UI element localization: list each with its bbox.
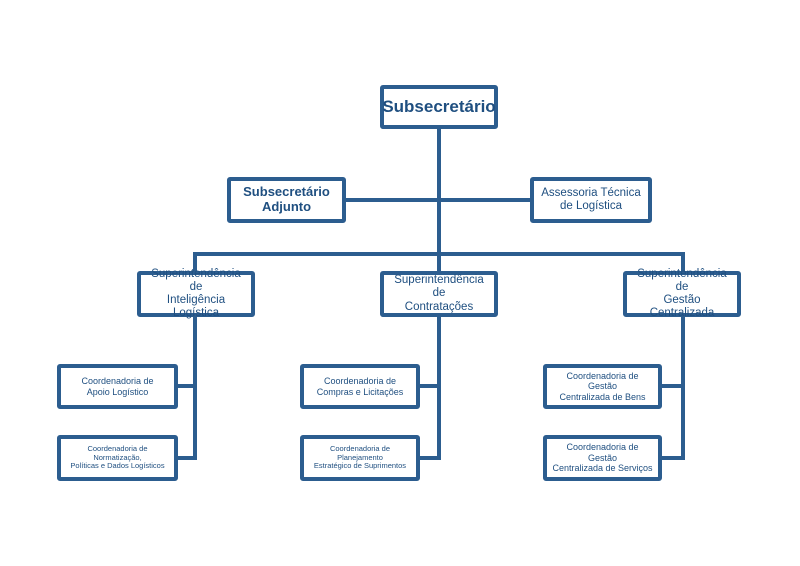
box-assessoria-tecnica: Assessoria Técnica de Logística xyxy=(530,177,652,223)
box-subsecretario: Subsecretário xyxy=(380,85,498,129)
box-coord-gestao-servicos: Coordenadoria de Gestão Centralizada de … xyxy=(543,435,662,481)
box-subsecretario-adjunto: Subsecretário Adjunto xyxy=(227,177,346,223)
label-coord-gestao-bens: Coordenadoria de Gestão Centralizada de … xyxy=(559,370,646,402)
label-subsecretario: Subsecretário xyxy=(382,97,496,117)
box-coord-apoio-logistico: Coordenadoria de Apoio Logístico xyxy=(57,364,178,409)
label-coord-compras-licitacoes: Coordenadoria de Compras e Licitações xyxy=(316,376,404,397)
box-coord-normatizacao: Coordenadoria de Normatização, Políticas… xyxy=(57,435,178,481)
label-coord-apoio-logistico: Coordenadoria de Apoio Logístico xyxy=(81,376,154,397)
box-coord-planejamento-estrategico: Coordenadoria de Planejamento Estratégic… xyxy=(300,435,420,481)
label-superintendencia-inteligencia: Superintendência de Inteligência Logísti… xyxy=(151,267,241,320)
label-subsecretario-adjunto: Subsecretário Adjunto xyxy=(243,184,330,214)
label-assessoria-tecnica: Assessoria Técnica de Logística xyxy=(541,186,641,212)
label-coord-gestao-servicos: Coordenadoria de Gestão Centralizada de … xyxy=(552,442,653,474)
box-coord-gestao-bens: Coordenadoria de Gestão Centralizada de … xyxy=(543,364,662,409)
box-superintendencia-inteligencia: Superintendência de Inteligência Logísti… xyxy=(137,268,255,319)
box-superintendencia-contratacoes: Superintendência de Contratações xyxy=(380,271,498,317)
box-superintendencia-gestao: Superintendência de Gestão Centralizada xyxy=(623,268,741,319)
label-coord-normatizacao: Coordenadoria de Normatização, Políticas… xyxy=(70,444,165,471)
label-superintendencia-contratacoes: Superintendência de Contratações xyxy=(394,274,484,313)
label-coord-planejamento-estrategico: Coordenadoria de Planejamento Estratégic… xyxy=(313,444,407,471)
box-coord-compras-licitacoes: Coordenadoria de Compras e Licitações xyxy=(300,364,420,409)
label-superintendencia-gestao: Superintendência de Gestão Centralizada xyxy=(637,267,727,320)
